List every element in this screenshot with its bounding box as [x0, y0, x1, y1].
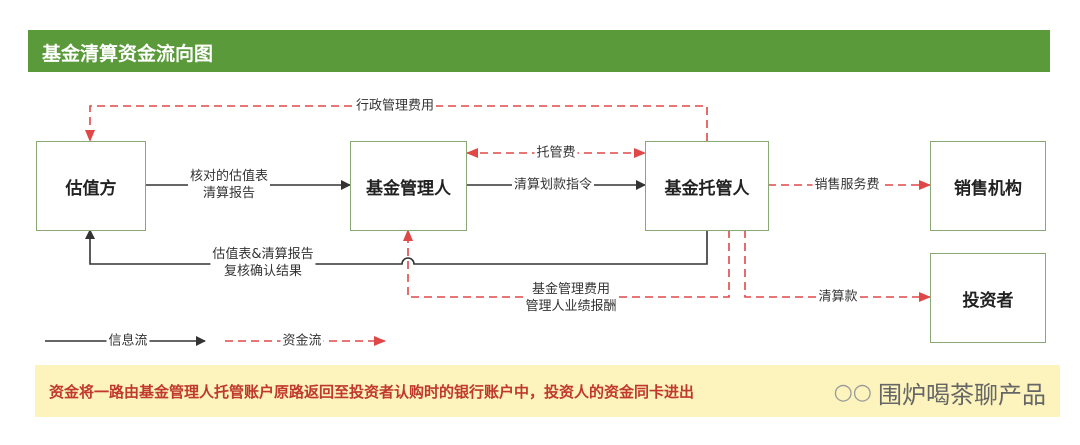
label-mgmt-fee: 基金管理费用管理人业绩报酬	[523, 281, 618, 315]
label-review: 估值表&清算报告复核确认结果	[210, 246, 316, 280]
label-checked-report: 核对的估值表清算报告	[187, 168, 271, 202]
node-sales-agency: 销售机构	[930, 141, 1046, 231]
node-custodian: 基金托管人	[645, 141, 769, 231]
watermark-text: 围炉喝茶聊产品	[878, 381, 1046, 409]
node-investor: 投资者	[930, 253, 1046, 343]
label-custody-fee: 托管费	[534, 144, 578, 162]
legend-fund-flow: 资金流	[280, 332, 324, 350]
label-transfer-instruction: 清算划款指令	[511, 176, 595, 194]
label-line: 估值表&清算报告	[212, 247, 314, 262]
node-valuer: 估值方	[36, 141, 146, 231]
note-banner: 资金将一路由基金管理人托管账户原路返回至投资者认购时的银行账户中，投资人的资金同…	[35, 365, 1060, 417]
legend-info-flow: 信息流	[106, 332, 150, 350]
settlement-flow	[744, 230, 931, 302]
node-fund-manager: 基金管理人	[350, 141, 467, 231]
wechat-icon: ○○	[833, 380, 872, 405]
label-sales-fee: 销售服务费	[812, 176, 882, 194]
label-line: 清算报告	[202, 186, 256, 201]
review-flow	[85, 229, 708, 265]
diagram-title-bar: 基金清算资金流向图	[28, 30, 1050, 72]
label-line: 核对的估值表	[189, 169, 269, 184]
label-admin-fee: 行政管理费用	[353, 97, 437, 115]
label-line: 复核确认结果	[223, 264, 303, 279]
diagram-title: 基金清算资金流向图	[42, 43, 214, 65]
label-line: 管理人业绩报酬	[525, 298, 617, 315]
label-settlement: 清算款	[816, 288, 860, 306]
label-line: 基金管理费用	[525, 281, 617, 298]
watermark: ○○围炉喝茶聊产品	[834, 375, 1046, 410]
note-text: 资金将一路由基金管理人托管账户原路返回至投资者认购时的银行账户中，投资人的资金同…	[49, 383, 695, 401]
